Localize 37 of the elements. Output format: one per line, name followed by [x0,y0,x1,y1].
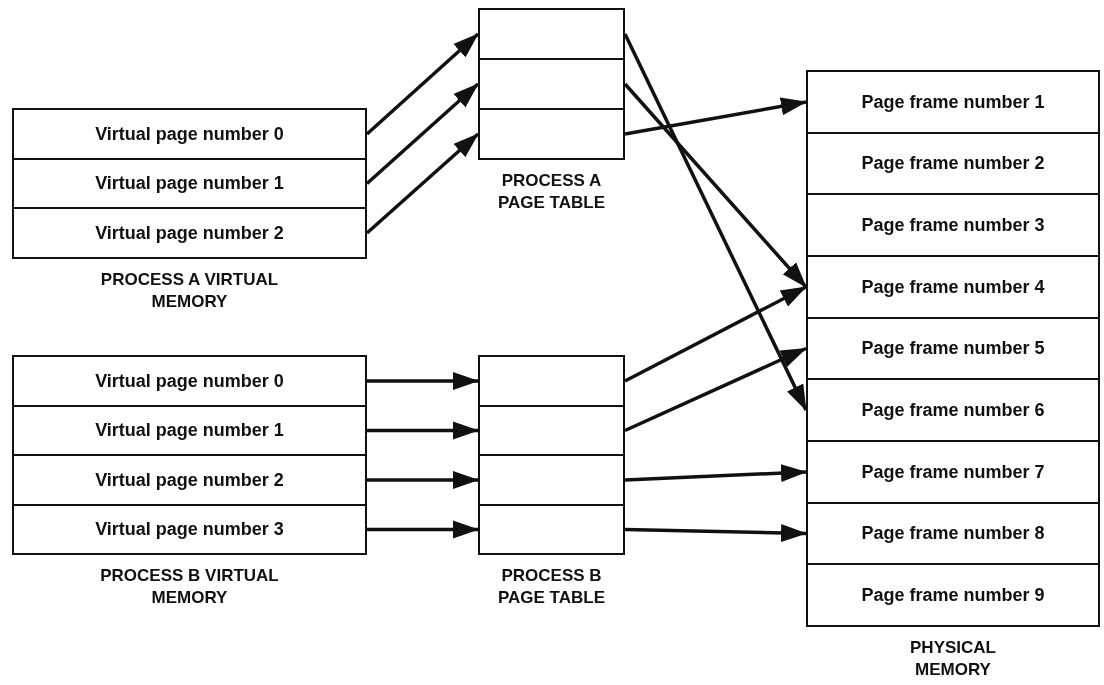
memory-row: Virtual page number 1 [12,405,367,456]
memory-row: Page frame number 8 [806,502,1100,565]
arrow [367,471,479,489]
memory-row: Virtual page number 0 [12,355,367,407]
table-caption: PROCESS B VIRTUAL MEMORY [99,565,280,609]
page-table-entry [478,8,625,60]
table-caption: PROCESS B PAGE TABLE [496,565,606,609]
arrow [624,464,807,483]
memory-row: Page frame number 5 [806,317,1100,380]
table-caption: PROCESS A VIRTUAL MEMORY [99,269,280,313]
table-caption: PHYSICAL MEMORY [909,637,997,681]
memory-row: Page frame number 2 [806,132,1100,195]
arrow [367,372,479,390]
memory-row: Virtual page number 2 [12,207,367,259]
table-caption: PROCESS A PAGE TABLE [496,170,606,214]
page-table-entry [478,454,625,506]
arrow [624,523,807,542]
arrow [367,421,479,440]
memory-row: Page frame number 1 [806,70,1100,134]
page-table-entry [478,355,625,407]
memory-row: Page frame number 4 [806,255,1100,319]
memory-row: Virtual page number 0 [12,108,367,160]
page-table-entry [478,108,625,160]
page-table-entry [478,405,625,456]
memory-row: Page frame number 3 [806,193,1100,257]
arrow [367,520,479,539]
arrow [624,346,807,433]
memory-row: Page frame number 9 [806,563,1100,627]
page-table-entry [478,58,625,110]
arrow [624,97,807,136]
memory-row: Virtual page number 1 [12,158,367,209]
page-table-entry [478,504,625,555]
memory-row: Page frame number 6 [806,378,1100,442]
arrow [624,285,807,383]
memory-row: Virtual page number 2 [12,454,367,506]
memory-row: Virtual page number 3 [12,504,367,555]
memory-row: Page frame number 7 [806,440,1100,504]
